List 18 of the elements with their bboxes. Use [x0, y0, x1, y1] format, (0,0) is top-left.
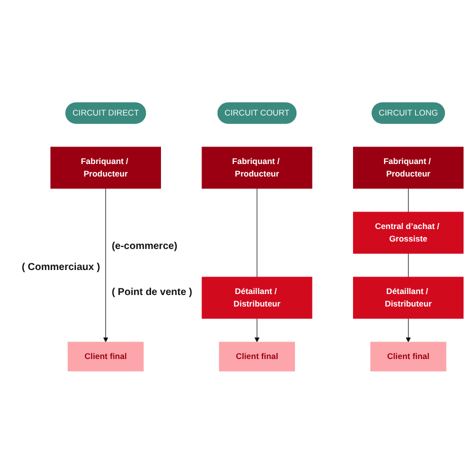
edge-note: ( Commerciaux )	[20, 262, 102, 274]
node-box: Fabriquant / Producteur	[50, 146, 161, 189]
node-box: Détaillant / Distributeur	[202, 276, 312, 319]
node-box: Fabriquant / Producteur	[202, 146, 312, 189]
connector	[408, 188, 409, 212]
node-box: Détaillant / Distributeur	[353, 276, 464, 319]
arrow	[103, 188, 108, 342]
node-box: Client final	[68, 342, 144, 372]
edge-note: (e-commerce)	[110, 240, 178, 253]
node-box: Fabriquant / Producteur	[353, 146, 464, 189]
arrow	[254, 318, 260, 342]
node-box: Central d’achat / Grossiste	[353, 212, 464, 254]
connector	[256, 188, 258, 278]
edge-note: ( Point de vente )	[110, 287, 194, 300]
connector	[408, 253, 409, 278]
arrow	[406, 318, 411, 342]
node-box: Client final	[370, 342, 446, 372]
node-box: Client final	[219, 342, 295, 372]
